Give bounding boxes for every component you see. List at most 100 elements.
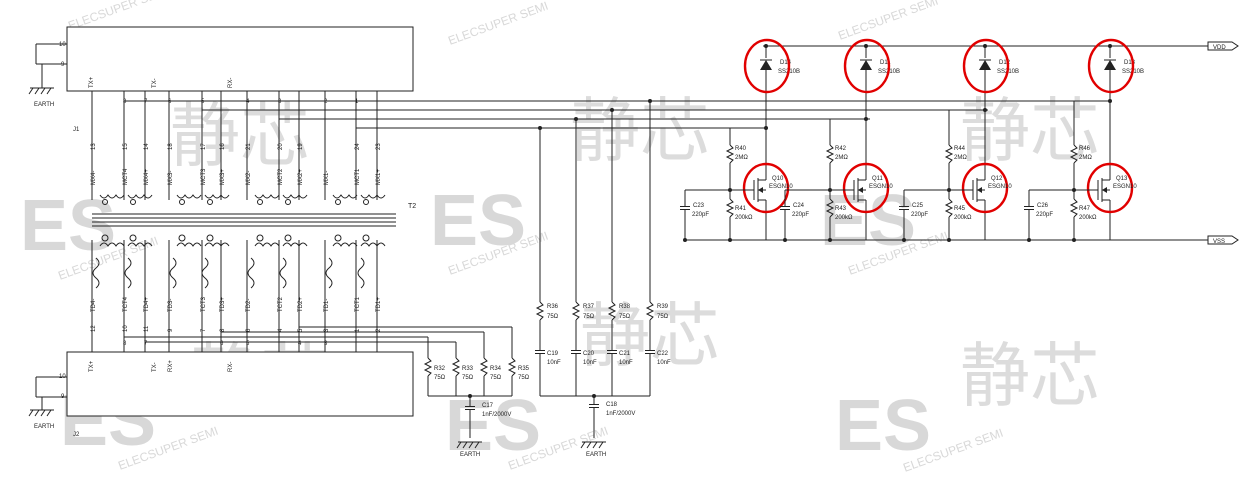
termination-resistor xyxy=(645,292,655,330)
transformer-pin-number: 13 xyxy=(91,143,97,150)
resistor-value: 2MΩ xyxy=(735,155,748,161)
resistor-value: 2MΩ xyxy=(954,155,967,161)
transformer-signal-label: TCT3 xyxy=(201,296,207,312)
pin-label: 9 xyxy=(61,62,65,68)
connector-top: 10 9 EARTH J1 TX+ TX- RX- xyxy=(28,26,414,133)
transformer-signal-label: MX4+ xyxy=(144,169,150,185)
capacitor-ref: C24 xyxy=(793,203,805,209)
transformer-signal-label: TCT1 xyxy=(355,296,361,312)
connector-ref: J1 xyxy=(73,127,80,133)
transformer-pin-number: 23 xyxy=(376,143,382,150)
termination-resistor xyxy=(535,292,545,330)
transformer-signal-label: TD3+ xyxy=(220,297,226,312)
watermark-cn: 静芯 xyxy=(960,90,1100,172)
transformer-pin-number: 21 xyxy=(246,143,252,150)
resistor-ref: R43 xyxy=(835,206,847,212)
earth-label: EARTH xyxy=(586,452,606,458)
earth-icon xyxy=(456,441,482,449)
highlight-circle xyxy=(962,38,1010,94)
connector-pin-number: 8 xyxy=(123,341,127,347)
transformer-pin-number: 6 xyxy=(246,328,252,332)
resistor-value: 75Ω xyxy=(619,314,631,320)
earth-icon xyxy=(28,87,54,95)
gate-capacitor xyxy=(780,206,790,210)
resistor-value: 75Ω xyxy=(583,314,595,320)
resistor-value: 2MΩ xyxy=(835,155,848,161)
watermark-cn: 静芯 xyxy=(170,95,310,177)
transformer-pin-number: 4 xyxy=(278,328,284,332)
earth-label: EARTH xyxy=(34,102,54,108)
capacitor-value: 10nF xyxy=(547,360,561,366)
pin-label: 10 xyxy=(59,374,66,380)
pin-label: RX- xyxy=(228,78,234,88)
resistor-ref: R35 xyxy=(518,366,530,372)
transformer-pin-number: 7 xyxy=(201,328,207,332)
transformer-pin-number: 11 xyxy=(144,325,150,332)
mosfet-part: ESGN10 xyxy=(869,184,893,190)
termination-network-2: R3675ΩC1910nFR3775ΩC2010nFR3875ΩC2110nFR… xyxy=(535,101,671,458)
transformer-pin-number: 19 xyxy=(298,143,304,150)
connector-pin-number: 4 xyxy=(298,341,302,347)
transformer-coil-group xyxy=(325,194,386,289)
gate-resistor-bottom xyxy=(944,190,954,226)
capacitor-ref: C19 xyxy=(547,351,559,357)
earth-icon xyxy=(28,409,54,417)
termination-capacitor xyxy=(465,406,475,410)
transformer-signal-label: TD1+ xyxy=(376,297,382,312)
resistor-ref: R46 xyxy=(1079,146,1091,152)
transformer-pin-number: 8 xyxy=(220,328,226,332)
capacitor-ref: C21 xyxy=(619,351,631,357)
connector-pin-number: 6 xyxy=(168,99,172,105)
resistor-ref: R40 xyxy=(735,146,747,152)
transformer-coil-group xyxy=(247,194,308,289)
connector-pin-number: 7 xyxy=(144,99,148,105)
diode-ref: D13 xyxy=(1124,60,1136,66)
gate-capacitor xyxy=(1024,206,1034,210)
transformer-pin-number: 10 xyxy=(123,325,129,332)
resistor-ref: R33 xyxy=(462,366,474,372)
mosfet-part: ESGN10 xyxy=(988,184,1012,190)
transformer-pin-number: 16 xyxy=(220,143,226,150)
transformer-coils xyxy=(91,91,386,352)
signal-bus xyxy=(124,99,1110,130)
transformer-pin-number: 9 xyxy=(168,328,174,332)
transformer-top-labels: MX4-TD4-MCT4TCT4MX4+TD4+MX3-TD3-MCT3TCT3… xyxy=(91,99,382,347)
watermark-text: ELECSUPER SEMI xyxy=(836,0,940,43)
transformer-signal-label: MCT2 xyxy=(278,168,284,185)
mosfet-part: ESGN10 xyxy=(1113,184,1137,190)
termination-resistor xyxy=(607,292,617,330)
connector-pin-number: 5 xyxy=(201,99,205,105)
pin-label: 10 xyxy=(59,42,66,48)
transformer-signal-label: TD3- xyxy=(168,299,174,312)
resistor-value: 75Ω xyxy=(490,375,502,381)
transformer-pin-number: 3 xyxy=(324,328,330,332)
transformer-signal-label: MX3- xyxy=(168,171,174,185)
vss-label: VSS xyxy=(1213,239,1225,245)
connector-pin-number: 7 xyxy=(144,341,148,347)
resistor-ref: R39 xyxy=(657,304,669,310)
termination-capacitor xyxy=(571,350,581,354)
mosfet-ref: Q12 xyxy=(991,176,1003,182)
mosfet-ref: Q13 xyxy=(1116,176,1128,182)
protection-stages: D14SS210BQ10ESGN10R402MΩR41200kΩC23220pF… xyxy=(680,38,1144,242)
capacitor-value: 1nF/2000V xyxy=(482,412,511,418)
gate-resistor-top xyxy=(825,138,835,170)
transformer-pin-number: 20 xyxy=(278,143,284,150)
resistor-ref: R44 xyxy=(954,146,966,152)
capacitor-value: 220pF xyxy=(911,212,928,218)
transformer-coil-group xyxy=(92,194,153,289)
transformer-signal-label: TCT4 xyxy=(123,296,129,312)
termination-capacitor xyxy=(535,350,545,354)
transformer-signal-label: TD2+ xyxy=(298,297,304,312)
highlight-circle xyxy=(961,162,1009,214)
transformer-signal-label: MX3+ xyxy=(220,169,226,185)
transformer-signal-label: TD1- xyxy=(324,299,330,312)
capacitor-ref: C22 xyxy=(657,351,669,357)
resistor-value: 75Ω xyxy=(434,375,446,381)
gate-capacitor xyxy=(899,206,909,210)
transformer-signal-label: MCT3 xyxy=(201,168,207,185)
capacitor-value: 10nF xyxy=(657,360,671,366)
resistor-ref: R45 xyxy=(954,206,966,212)
